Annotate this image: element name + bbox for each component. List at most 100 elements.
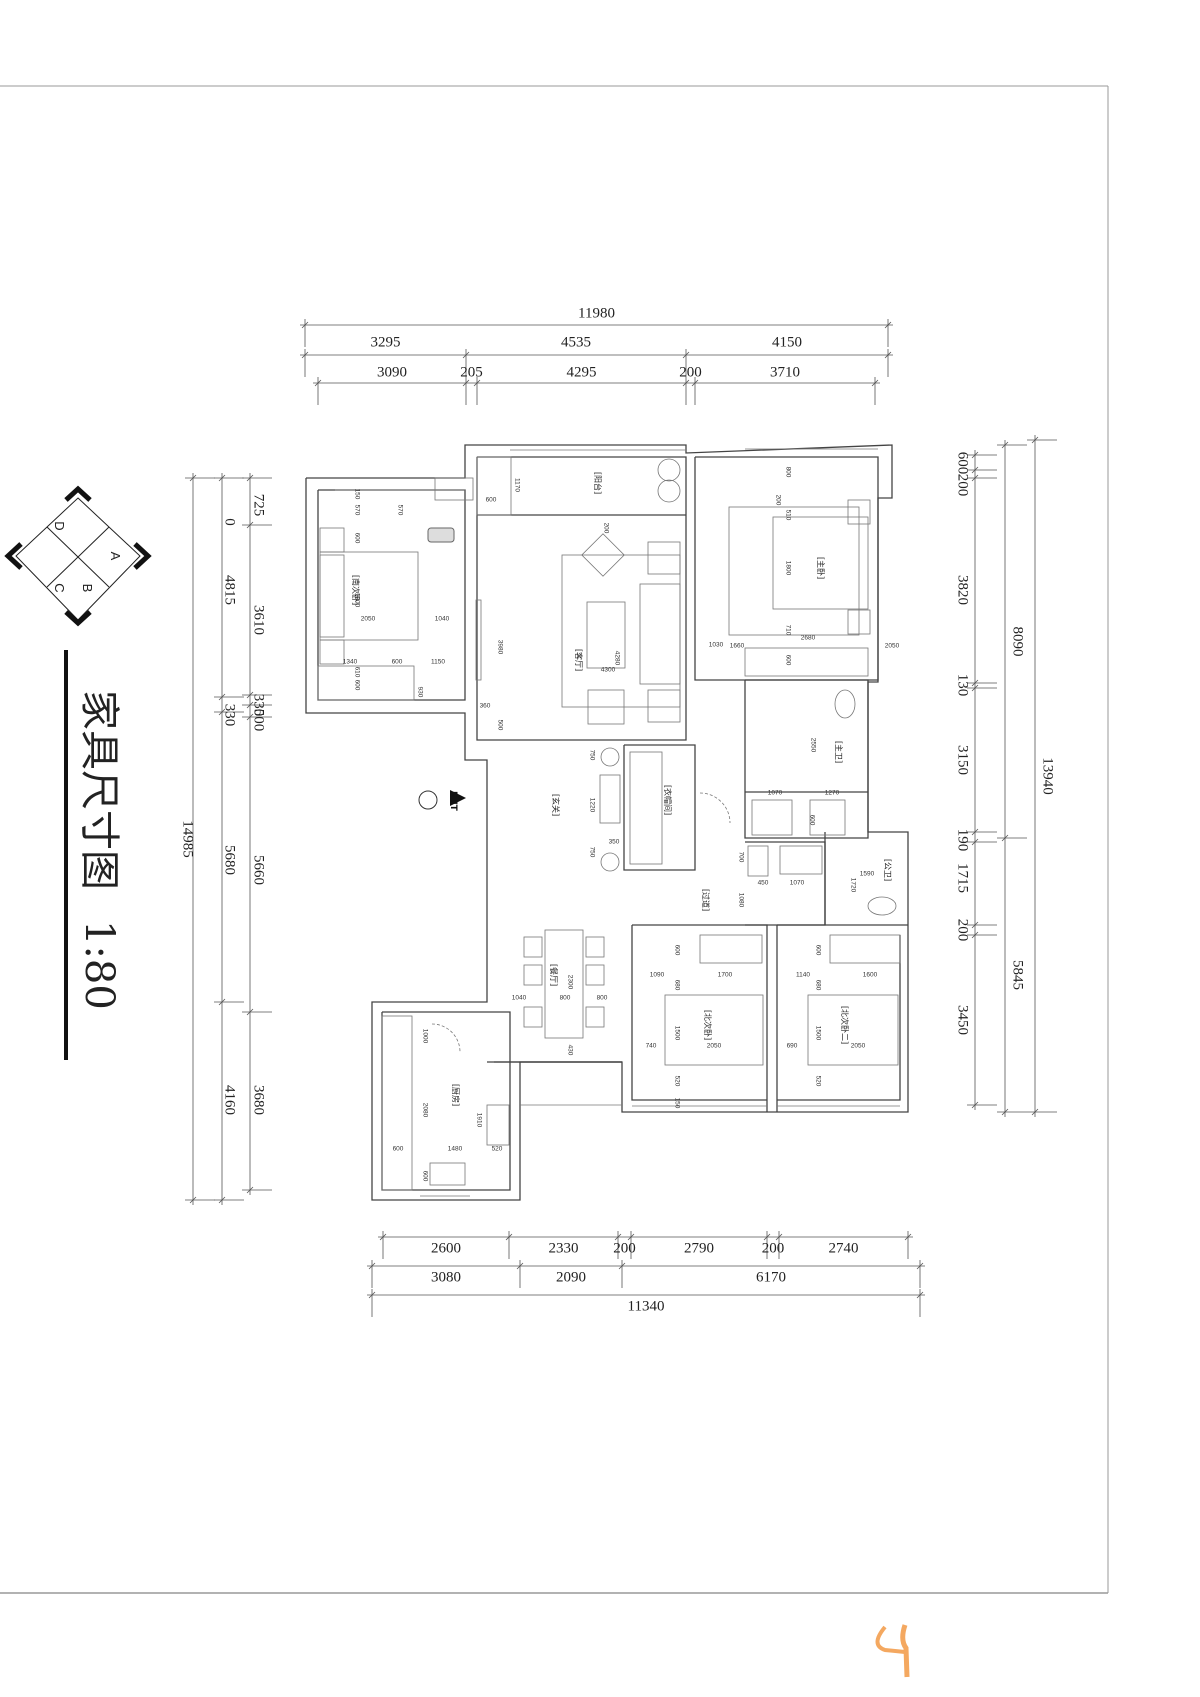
inner-dimension-label: 430 — [566, 1045, 573, 1056]
inner-dimension-label: 1000 — [421, 1029, 428, 1044]
inner-dimension-label: 3980 — [496, 640, 503, 655]
inner-dimension-label: 150 — [353, 489, 360, 500]
dim-top-row2: 3090 — [377, 364, 407, 380]
dimension-tick — [246, 521, 254, 529]
inner-dimension-label: 200 — [774, 495, 781, 506]
inner-dimension-label: 350 — [609, 839, 620, 846]
inner-dimension-label: 600 — [814, 945, 821, 956]
dim-left-col1: 5680 — [222, 845, 238, 875]
dimension-tick — [971, 474, 979, 482]
plant-icon — [600, 747, 620, 767]
inner-dimension-label: 800 — [597, 995, 608, 1002]
dimension-tick — [218, 708, 226, 716]
dimension-tick — [1031, 1108, 1039, 1116]
dim-top-row2: 205 — [460, 364, 483, 380]
inner-dimension-label: 510 — [784, 510, 791, 521]
inner-dimension-label: 600 — [486, 497, 497, 504]
inner-dimension-label: 600 — [353, 680, 360, 691]
dimension-tick — [368, 1291, 376, 1299]
wardrobe-north — [699, 934, 763, 964]
compass-icon: A B C D — [4, 485, 152, 627]
dimension-tick — [301, 351, 309, 359]
dim-right-col1: 3820 — [955, 575, 971, 605]
dimension-tick — [627, 1233, 635, 1241]
furniture — [317, 456, 901, 1191]
inner-dimension-label: 450 — [758, 880, 769, 887]
dimension-tick — [971, 451, 979, 459]
dim-right-col1: 600 — [955, 452, 971, 475]
sink-icon — [751, 799, 793, 836]
dim-top-row1: 3295 — [371, 334, 401, 350]
inner-dimension-label: 1800 — [784, 561, 791, 576]
dimension-tick — [218, 998, 226, 1006]
inner-dimension-label: 150 — [673, 1098, 680, 1109]
dim-bottom-row1: 2330 — [549, 1240, 579, 1256]
coffee-table — [586, 601, 626, 669]
dimension-tick — [871, 379, 879, 387]
inner-dimension-label: 1700 — [718, 972, 733, 979]
compass-a: A — [108, 552, 123, 561]
inner-dimension-label: 610 — [353, 667, 360, 678]
inner-dimension-label: 600 — [393, 1146, 404, 1153]
dimension-tick — [884, 321, 892, 329]
inner-dimension-label: 2300 — [566, 975, 573, 990]
nightstand — [319, 639, 345, 665]
dim-right-col2: 5845 — [1010, 960, 1026, 990]
kitchen-sink-icon — [429, 1162, 466, 1186]
inner-dimension-label: 360 — [480, 703, 491, 710]
dimension-tick — [516, 1262, 524, 1270]
dim-top-row2: 3710 — [770, 364, 800, 380]
dimension-tick — [971, 828, 979, 836]
dim-right-col1: 1715 — [955, 863, 971, 893]
room-label: [公卫] — [883, 859, 892, 881]
inner-dimension-label: 600 — [784, 655, 791, 666]
dimension-tick — [218, 693, 226, 701]
dimension-tick — [1001, 441, 1009, 449]
dim-bottom-row1: 200 — [762, 1240, 785, 1256]
nightstand — [319, 527, 345, 553]
dimension-tick — [971, 931, 979, 939]
dimension-tick — [246, 1186, 254, 1194]
dim-left-col1: 330 — [222, 704, 238, 727]
inner-dimension-label: 2050 — [851, 1043, 866, 1050]
dim-left-col1: 4815 — [222, 575, 238, 605]
dim-top-row1: 4535 — [561, 334, 591, 350]
toilet-icon — [834, 689, 856, 719]
room-label: [餐厅] — [549, 964, 558, 986]
dim-left-col1: 0 — [222, 518, 238, 526]
dim-bottom-row1: 2740 — [829, 1240, 859, 1256]
dimension-tick — [971, 1101, 979, 1109]
kitchen-counter — [381, 1015, 413, 1191]
dim-bottom-row2: 2090 — [556, 1269, 586, 1285]
inner-dimension-label: 1150 — [431, 659, 445, 666]
inner-dimension-label: 750 — [588, 847, 595, 858]
dim-bottom-row2: 6170 — [756, 1269, 786, 1285]
dimension-tick — [971, 466, 979, 474]
dimension-tick — [246, 1008, 254, 1016]
inner-dimension-label: 1600 — [863, 972, 878, 979]
brand-logo — [875, 1624, 910, 1678]
armchair — [587, 689, 625, 725]
compass-d: D — [52, 521, 67, 530]
inner-dimension-label: 1910 — [475, 1113, 482, 1128]
dimension-tick — [218, 474, 226, 482]
bed-master — [772, 516, 869, 610]
dim-left-col2: 725 — [251, 494, 267, 517]
plant-icon — [657, 458, 681, 482]
inner-dimension-label: 1090 — [650, 972, 665, 979]
dim-left-col2: 500 — [251, 709, 267, 732]
room-label: [北次卧二] — [840, 1006, 850, 1044]
inner-dimension-label: 1340 — [343, 659, 358, 666]
side-table — [647, 541, 681, 575]
bed-north — [664, 994, 764, 1066]
bed-south — [319, 551, 419, 641]
dim-right-col1: 3450 — [955, 1005, 971, 1035]
inner-dimension-label: 2080 — [421, 1103, 428, 1118]
dimension-tick — [246, 691, 254, 699]
inner-dimension-label: 710 — [784, 625, 791, 636]
room-label: [衣帽间] — [663, 785, 673, 815]
compass-c: C — [52, 583, 67, 592]
dimension-tick — [301, 321, 309, 329]
dim-right-total: 13940 — [1040, 757, 1056, 795]
